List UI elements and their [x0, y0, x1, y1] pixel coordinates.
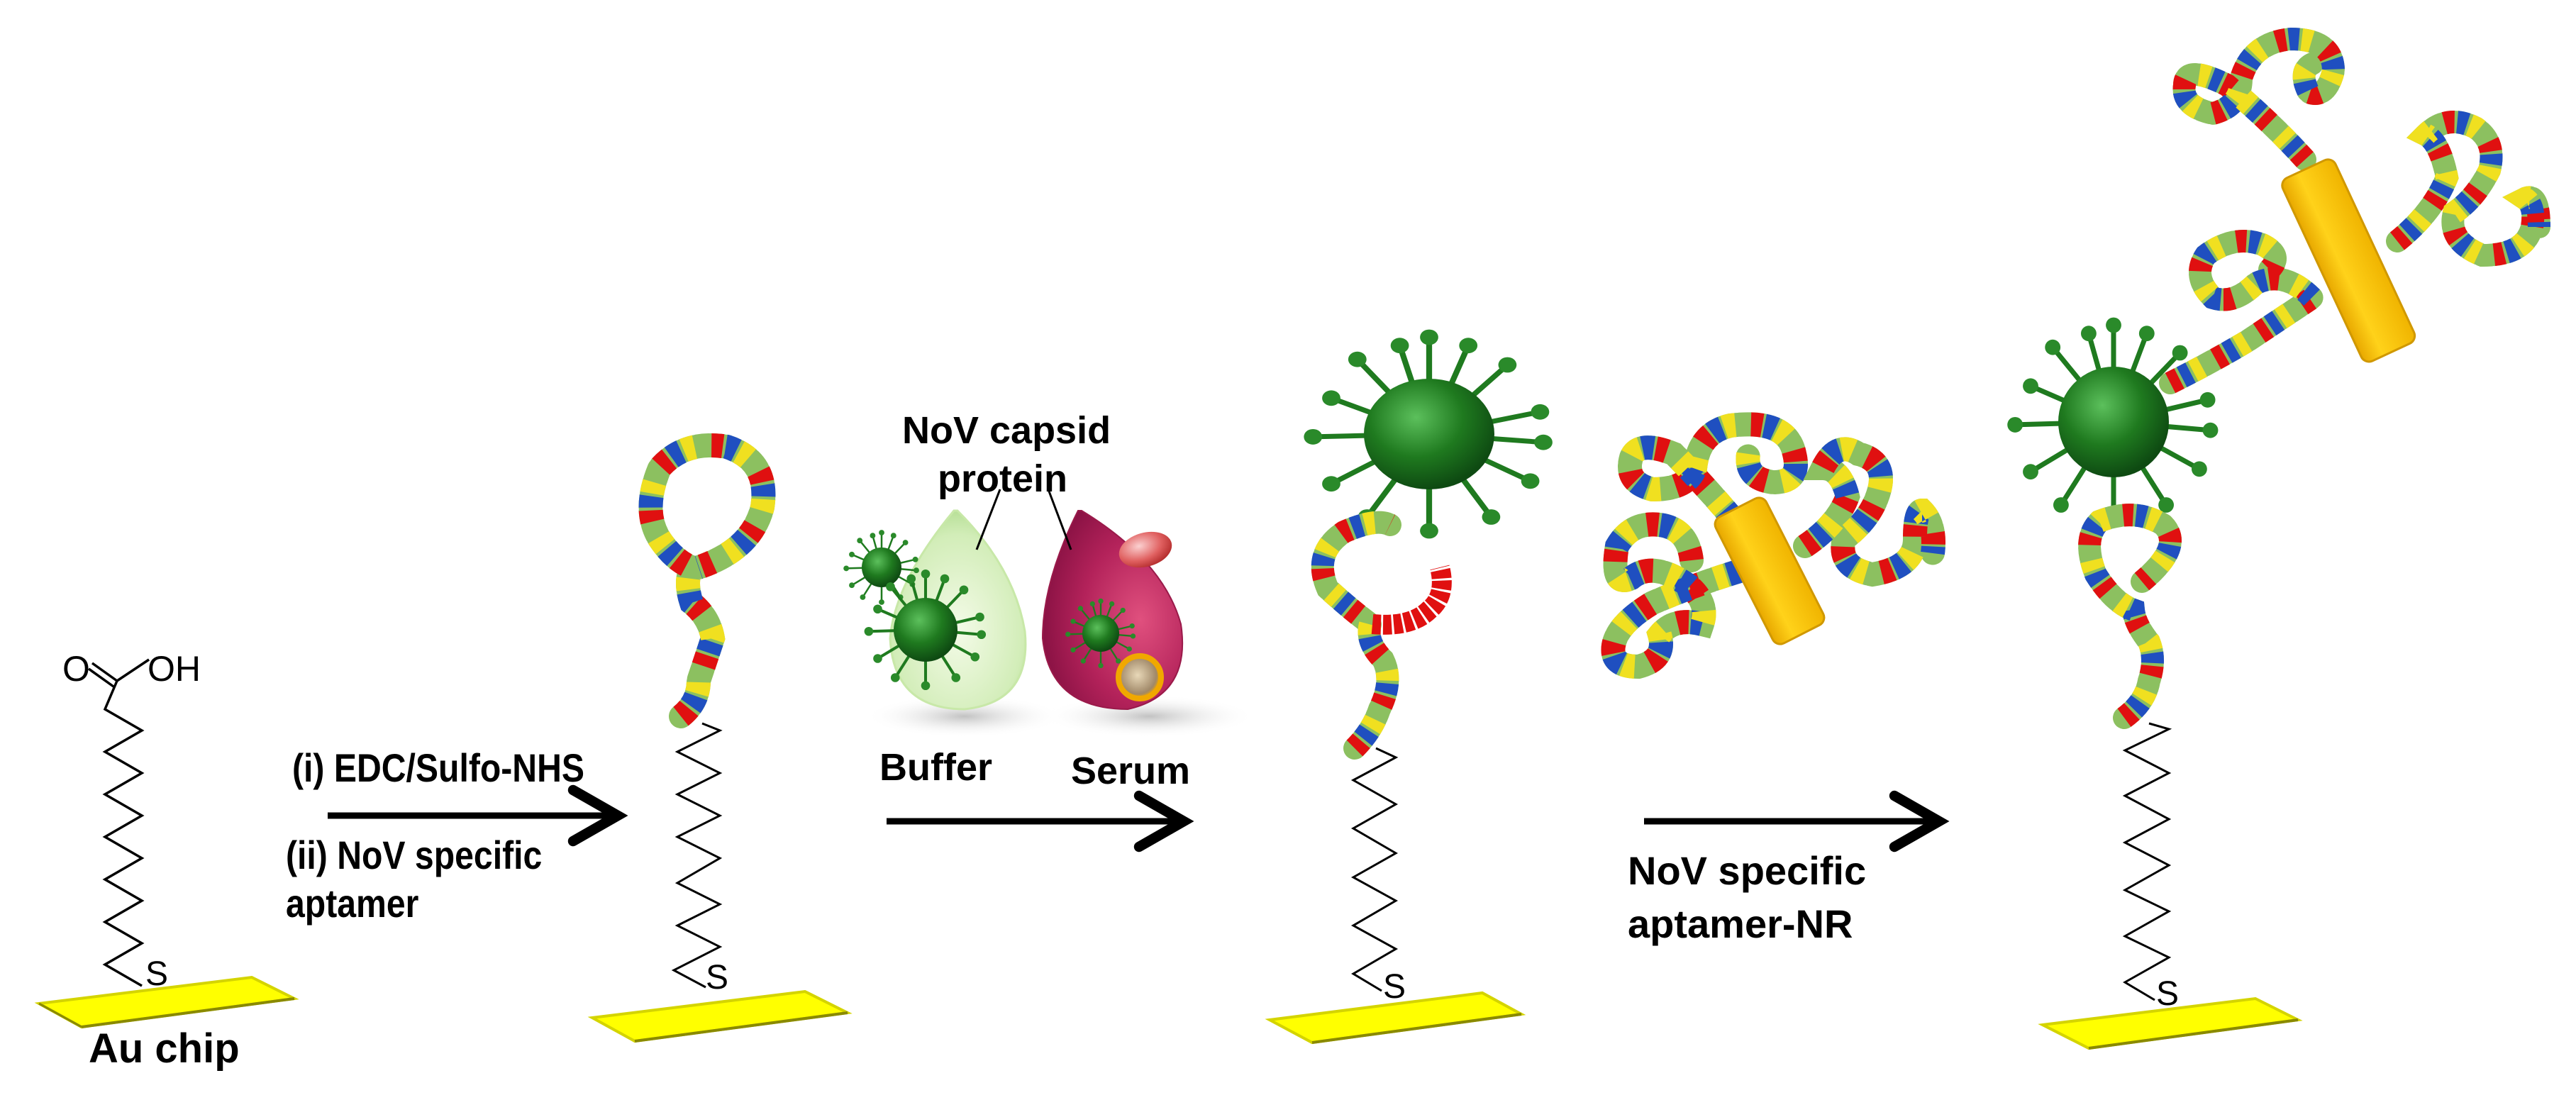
au-chip-icon [1265, 991, 1526, 1045]
step2-group [587, 433, 853, 1043]
buffer-label: Buffer [879, 746, 992, 789]
droplets-group [842, 489, 1255, 738]
au-chip-icon [2038, 996, 2303, 1050]
aptamer-icon [1601, 412, 1945, 679]
red-blood-cell-icon [1118, 531, 1172, 568]
au-chip-icon [34, 975, 299, 1029]
pointer-line [1047, 489, 1072, 550]
serum-label: Serum [1071, 750, 1191, 792]
aptamer-nanorod-icon [1601, 412, 1945, 679]
au-chip-label: Au chip [89, 1026, 240, 1072]
aptamer-icon [1311, 511, 1452, 760]
reagent-nr-label-line1: NoV specific [1628, 848, 1867, 893]
au-chip-icon [587, 989, 853, 1043]
thiol-linker-icon [87, 658, 150, 987]
step1-group [34, 658, 299, 1029]
serum-cell-icon [1116, 653, 1164, 701]
thiol-linker-icon [1350, 747, 1399, 992]
virus-icon [1304, 330, 1553, 539]
thiol-linker-icon [671, 722, 723, 989]
nanorod-icon [1714, 496, 1826, 645]
virus-icon [2007, 318, 2218, 527]
sulfur-atom-label: S [145, 955, 169, 993]
sulfur-atom-label: S [2156, 975, 2180, 1013]
reagent-step-i-label: (i) EDC/Sulfo-NHS [292, 745, 584, 790]
reagent-nr-label-line2: aptamer-NR [1628, 901, 1853, 946]
aptamer-icon [638, 433, 776, 728]
aptamer-icon [2078, 27, 2550, 729]
reagent-step-ii-label: (ii) NoV specific [286, 833, 543, 877]
sulfur-atom-label: S [706, 959, 729, 996]
nanorod-icon [2281, 158, 2416, 363]
step4-group [2007, 27, 2550, 1050]
step3-group [1265, 330, 1553, 1045]
thiol-linker-icon [2122, 722, 2172, 1001]
oxygen-atom-label: O [62, 649, 90, 689]
pointer-line [975, 489, 1001, 550]
sulfur-atom-label: S [1383, 968, 1406, 1006]
target-label-line1: NoV capsid [902, 409, 1111, 452]
reagent-step-ii-label-line2: aptamer [286, 881, 419, 926]
hydroxyl-group-label: OH [148, 649, 201, 689]
target-label-line2: protein [938, 457, 1067, 500]
